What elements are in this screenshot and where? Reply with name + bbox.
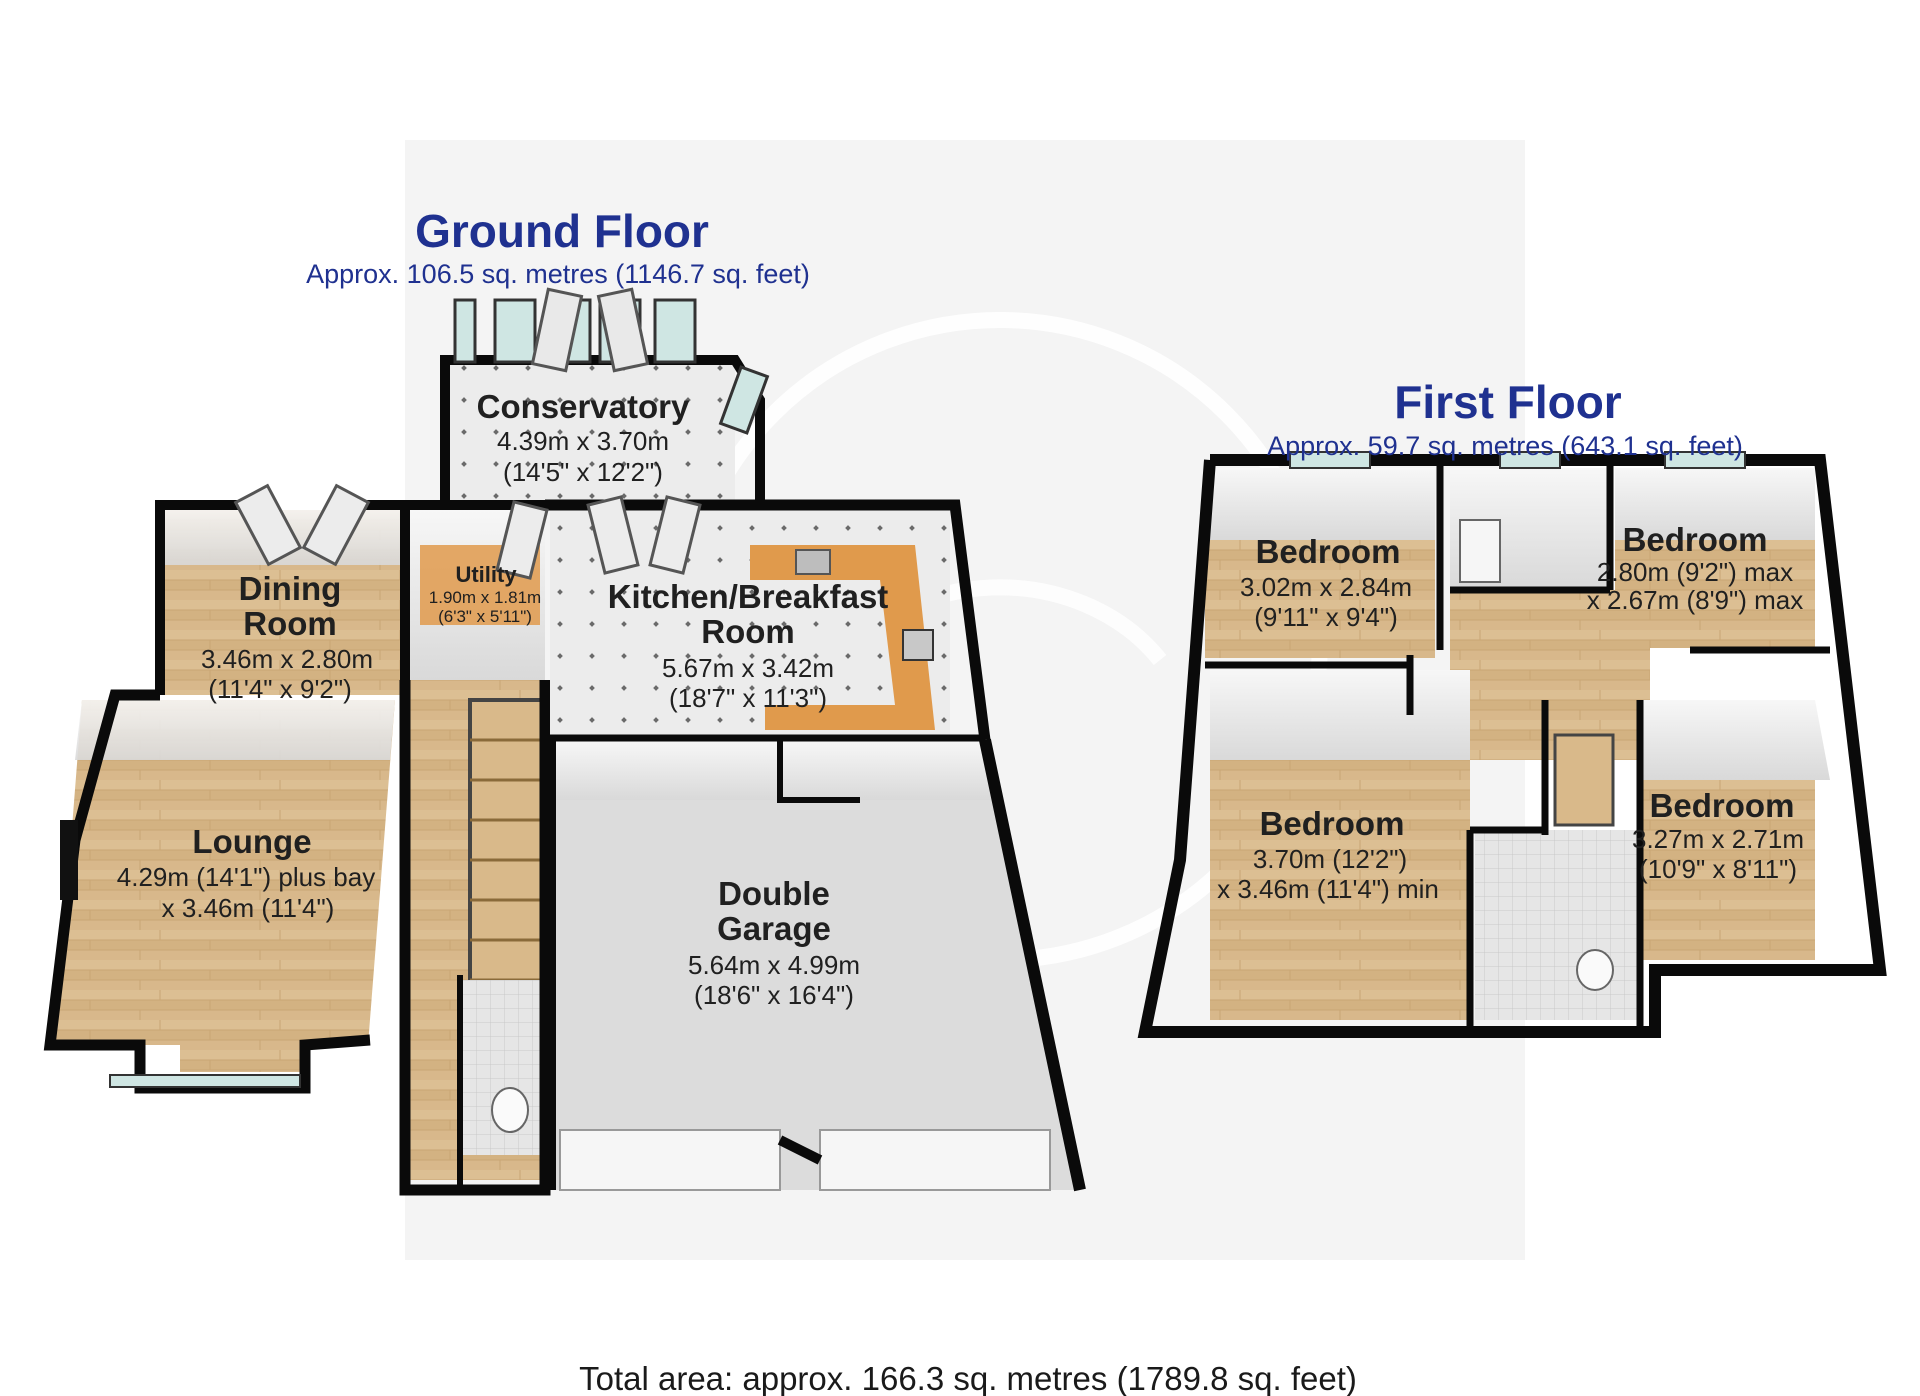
wc-toilet (491, 1087, 529, 1133)
lounge-dims-line2: x 3.46m (11'4") (162, 893, 335, 923)
lounge-bay-window (60, 820, 78, 900)
kitchen-name-line1: Kitchen/Breakfast (608, 578, 889, 615)
ground-floor-title: Ground Floor (415, 205, 709, 257)
garage-doors (559, 1129, 1051, 1191)
bedroom-bl-name: Bedroom (1260, 805, 1405, 842)
first-floor-title: First Floor (1394, 376, 1622, 428)
bath (1459, 519, 1501, 583)
ground-floor-area: Approx. 106.5 sq. metres (1146.7 sq. fee… (306, 259, 810, 289)
first-floor-stairs (1553, 733, 1615, 827)
bedroom-br-dims-metric: 3.27m x 2.71m (1632, 824, 1804, 854)
garage-dims-imperial: (18'6" x 16'4") (694, 980, 854, 1010)
conservatory-dims-imperial: (14'5" x 12'2") (503, 457, 663, 487)
garage-name-line2: Garage (717, 910, 831, 947)
garage-dims-metric: 5.64m x 4.99m (688, 950, 860, 980)
shower-room-floor (1475, 830, 1640, 1020)
kitchen-doors (495, 495, 702, 580)
garage-floor (555, 740, 1080, 1190)
kitchen-hob (902, 629, 934, 661)
utility-dims-metric: 1.90m x 1.81m (429, 588, 541, 607)
lounge-name: Lounge (192, 823, 311, 860)
conservatory-doors (530, 287, 650, 373)
dining-name-line2: Room (243, 605, 337, 642)
kitchen-dims-metric: 5.67m x 3.42m (662, 653, 834, 683)
dining-doors (233, 483, 371, 567)
bedroom-tl-name: Bedroom (1256, 533, 1401, 570)
conservatory-dims-metric: 4.39m x 3.70m (497, 426, 669, 456)
bedroom-br-dims-imperial: (10'9" x 8'11") (1639, 854, 1797, 884)
first-floor-area: Approx. 59.7 sq. metres (643.1 sq. feet) (1267, 431, 1743, 461)
first-floor (1137, 451, 1887, 1038)
lounge-front-window (109, 1074, 301, 1088)
labels: Ground Floor Approx. 106.5 sq. metres (1… (117, 205, 1804, 1396)
bedroom-tl-dims-imperial: (9'11" x 9'4") (1254, 602, 1398, 632)
bedroom-tl-dims-metric: 3.02m x 2.84m (1240, 572, 1412, 602)
dining-name-line1: Dining (239, 570, 342, 607)
kitchen-dims-imperial: (18'7" x 11'3") (669, 683, 827, 713)
total-area: Total area: approx. 166.3 sq. metres (17… (579, 1360, 1357, 1396)
bedroom-tr-dims-line2: x 2.67m (8'9") max (1587, 585, 1803, 615)
garage-name-line1: Double (718, 875, 830, 912)
kitchen-name-line2: Room (701, 613, 795, 650)
bedroom-br-name: Bedroom (1650, 787, 1795, 824)
kitchen-worktop (750, 545, 935, 730)
dining-dims-imperial: (11'4" x 9'2") (208, 674, 352, 704)
lounge-floor (55, 700, 395, 1072)
conservatory-floor (450, 360, 735, 510)
landing-floor (1450, 590, 1650, 760)
utility-dims-imperial: (6'3" x 5'11") (438, 607, 532, 626)
bedroom-tr-dims-line1: 2.80m (9'2") max (1597, 557, 1793, 587)
bedroom-bl-dims-line2: x 3.46m (11'4") min (1217, 874, 1439, 904)
ground-floor (43, 287, 1086, 1196)
shower-toilet (1576, 949, 1614, 991)
lounge-dims-line1: 4.29m (14'1") plus bay (117, 862, 375, 892)
bedroom-tr-name: Bedroom (1623, 521, 1768, 558)
conservatory-name: Conservatory (477, 388, 690, 425)
first-floor-windows (1289, 451, 1746, 469)
utility-name: Utility (455, 562, 517, 587)
kitchen-sink (795, 549, 831, 575)
bedroom-bl-dims-line1: 3.70m (12'2") (1253, 844, 1407, 874)
dining-dims-metric: 3.46m x 2.80m (201, 644, 373, 674)
